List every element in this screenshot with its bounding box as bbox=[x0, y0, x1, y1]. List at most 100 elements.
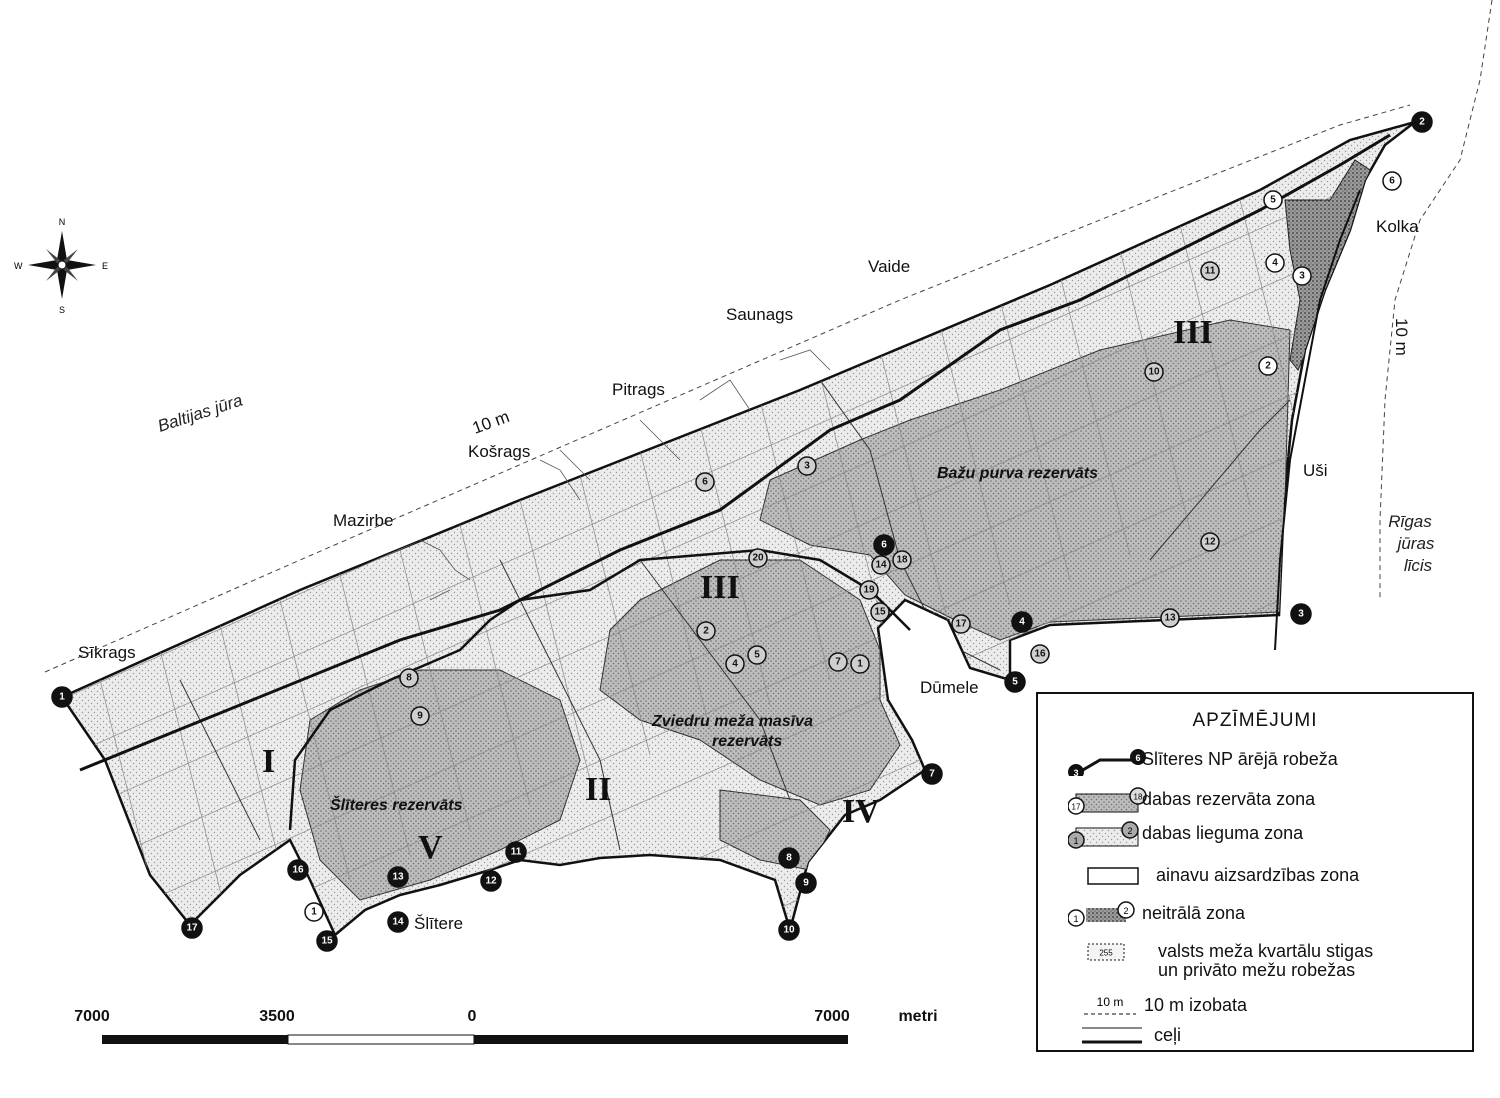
reserve-marker: 11 bbox=[1200, 261, 1220, 281]
legend-label-forest-2: un privāto mežu robežas bbox=[1158, 960, 1356, 980]
reserve-marker: 8 bbox=[399, 668, 419, 688]
legend-row-landscape: ainavu aizsardzības zona bbox=[1038, 862, 1472, 892]
outer-marker: 13 bbox=[387, 866, 409, 888]
svg-text:20: 20 bbox=[752, 553, 764, 564]
zone-label-II: II bbox=[585, 771, 611, 808]
label-gulf-2: jūras bbox=[1396, 534, 1435, 553]
svg-text:13: 13 bbox=[1164, 613, 1176, 624]
zone-label-V: V bbox=[418, 829, 443, 866]
svg-text:9: 9 bbox=[803, 878, 809, 889]
svg-text:5: 5 bbox=[754, 650, 760, 661]
reserve-marker: 2 bbox=[696, 621, 716, 641]
main-road-inland bbox=[288, 548, 911, 831]
svg-text:19: 19 bbox=[863, 585, 875, 596]
reserve-marker: 14 bbox=[871, 555, 891, 575]
label-zviedru-reserve-2: rezervāts bbox=[712, 733, 782, 750]
svg-text:2: 2 bbox=[1127, 826, 1132, 836]
legend-row-roads: ceļi bbox=[1038, 1022, 1472, 1052]
svg-text:7: 7 bbox=[929, 769, 935, 780]
svg-text:16: 16 bbox=[292, 865, 304, 876]
scale-label-3500: 3500 bbox=[259, 1008, 295, 1025]
svg-text:2: 2 bbox=[1419, 117, 1425, 128]
svg-text:6: 6 bbox=[1135, 753, 1140, 763]
outer-marker: 8 bbox=[778, 847, 800, 869]
legend-label-roads: ceļi bbox=[1154, 1025, 1182, 1045]
zone-label-I: I bbox=[262, 743, 275, 780]
reserve-marker: 19 bbox=[859, 580, 879, 600]
svg-text:11: 11 bbox=[511, 847, 522, 858]
reserve-marker: 12 bbox=[1200, 532, 1220, 552]
svg-text:5: 5 bbox=[1012, 677, 1018, 688]
reserve-marker: 9 bbox=[410, 706, 430, 726]
markers-layer: 1234567891011121314151617123456789101112… bbox=[51, 111, 1433, 952]
legend-label-boundary: Slīteres NP ārējā robeža bbox=[1142, 749, 1338, 769]
reserve-marker: 16 bbox=[1030, 644, 1050, 664]
reserve-marker: 5 bbox=[747, 645, 767, 665]
outer-marker: 3 bbox=[1290, 603, 1312, 625]
outer-marker: 6 bbox=[873, 534, 895, 556]
svg-text:12: 12 bbox=[1204, 537, 1216, 548]
outer-marker: 2 bbox=[1411, 111, 1433, 133]
reserve-marker: 15 bbox=[870, 602, 890, 622]
svg-text:10: 10 bbox=[1148, 367, 1160, 378]
svg-text:3: 3 bbox=[1299, 271, 1305, 282]
reserve-marker: 10 bbox=[1144, 362, 1164, 382]
svg-text:4: 4 bbox=[1272, 258, 1278, 269]
neutral-marker: 3 bbox=[1292, 266, 1312, 286]
svg-text:17: 17 bbox=[186, 923, 198, 934]
svg-text:3: 3 bbox=[1298, 609, 1304, 620]
label-dumele: Dūmele bbox=[920, 678, 979, 697]
label-baltic-sea: Baltijas jūra bbox=[155, 391, 244, 436]
outer-marker: 15 bbox=[316, 930, 338, 952]
label-usi: Uši bbox=[1303, 461, 1328, 480]
legend-label-landscape-zone: ainavu aizsardzības zona bbox=[1156, 865, 1360, 885]
restricted-zone-symbol-icon: 1 2 bbox=[1068, 821, 1139, 849]
svg-text:6: 6 bbox=[881, 540, 887, 551]
legend-row-isobath: 10 m 10 m izobata bbox=[1038, 992, 1472, 1022]
svg-text:15: 15 bbox=[874, 607, 886, 618]
label-mazirbe: Mazirbe bbox=[333, 511, 393, 530]
label-zviedru-reserve-1: Zviedru meža masīva bbox=[651, 713, 813, 730]
outer-marker: 4 bbox=[1011, 611, 1033, 633]
svg-text:6: 6 bbox=[1389, 176, 1395, 187]
legend-label-restricted-zone: dabas lieguma zona bbox=[1142, 823, 1304, 843]
scale-label-0: 0 bbox=[468, 1008, 477, 1025]
scale-label-7000-left: 7000 bbox=[74, 1008, 110, 1025]
legend-row-restricted: 1 2 dabas lieguma zona bbox=[1038, 820, 1472, 850]
label-isobath-10m: 10 m bbox=[470, 407, 512, 438]
svg-text:1: 1 bbox=[59, 692, 65, 703]
label-pitrags: Pitrags bbox=[612, 380, 665, 399]
outer-marker: 5 bbox=[1004, 671, 1026, 693]
scale-bar: 7000 3500 0 7000 metri bbox=[74, 1008, 938, 1045]
svg-text:17: 17 bbox=[1072, 803, 1081, 812]
label-kosrags: Košrags bbox=[468, 442, 530, 461]
svg-text:9: 9 bbox=[417, 711, 423, 722]
neutral-marker: 4 bbox=[1265, 253, 1285, 273]
label-gulf-3: līcis bbox=[1404, 556, 1433, 575]
outer-marker: 7 bbox=[921, 763, 943, 785]
svg-text:17: 17 bbox=[955, 619, 967, 630]
reserve-zone-zviedru bbox=[599, 559, 901, 806]
legend-label-reserve-zone: dabas rezervāta zona bbox=[1142, 789, 1316, 809]
isobath-line-baltic bbox=[44, 104, 1411, 673]
reserve-marker: 1 bbox=[850, 654, 870, 674]
reserve-zone-symbol-icon: 17 18 bbox=[1068, 787, 1147, 815]
compass-rose-icon: N S E W bbox=[14, 217, 108, 315]
neutral-marker: 6 bbox=[1382, 171, 1402, 191]
svg-text:16: 16 bbox=[1034, 649, 1046, 660]
neutral-marker: 5 bbox=[1263, 190, 1283, 210]
zone-label-III-north: III bbox=[1173, 314, 1213, 351]
svg-text:12: 12 bbox=[485, 876, 497, 887]
compass-s: S bbox=[59, 305, 65, 315]
zone-label-III-south: III bbox=[700, 569, 740, 606]
outer-marker: 1 bbox=[51, 686, 73, 708]
main-road-coastal bbox=[79, 133, 1391, 772]
svg-text:8: 8 bbox=[406, 673, 412, 684]
svg-text:18: 18 bbox=[1134, 793, 1143, 802]
landscape-zone-symbol-icon bbox=[1087, 867, 1139, 885]
legend-label-isobath: 10 m izobata bbox=[1144, 995, 1248, 1015]
svg-text:1: 1 bbox=[311, 907, 317, 918]
label-kolka: Kolka bbox=[1376, 217, 1419, 236]
main-road-east bbox=[1274, 189, 1361, 651]
